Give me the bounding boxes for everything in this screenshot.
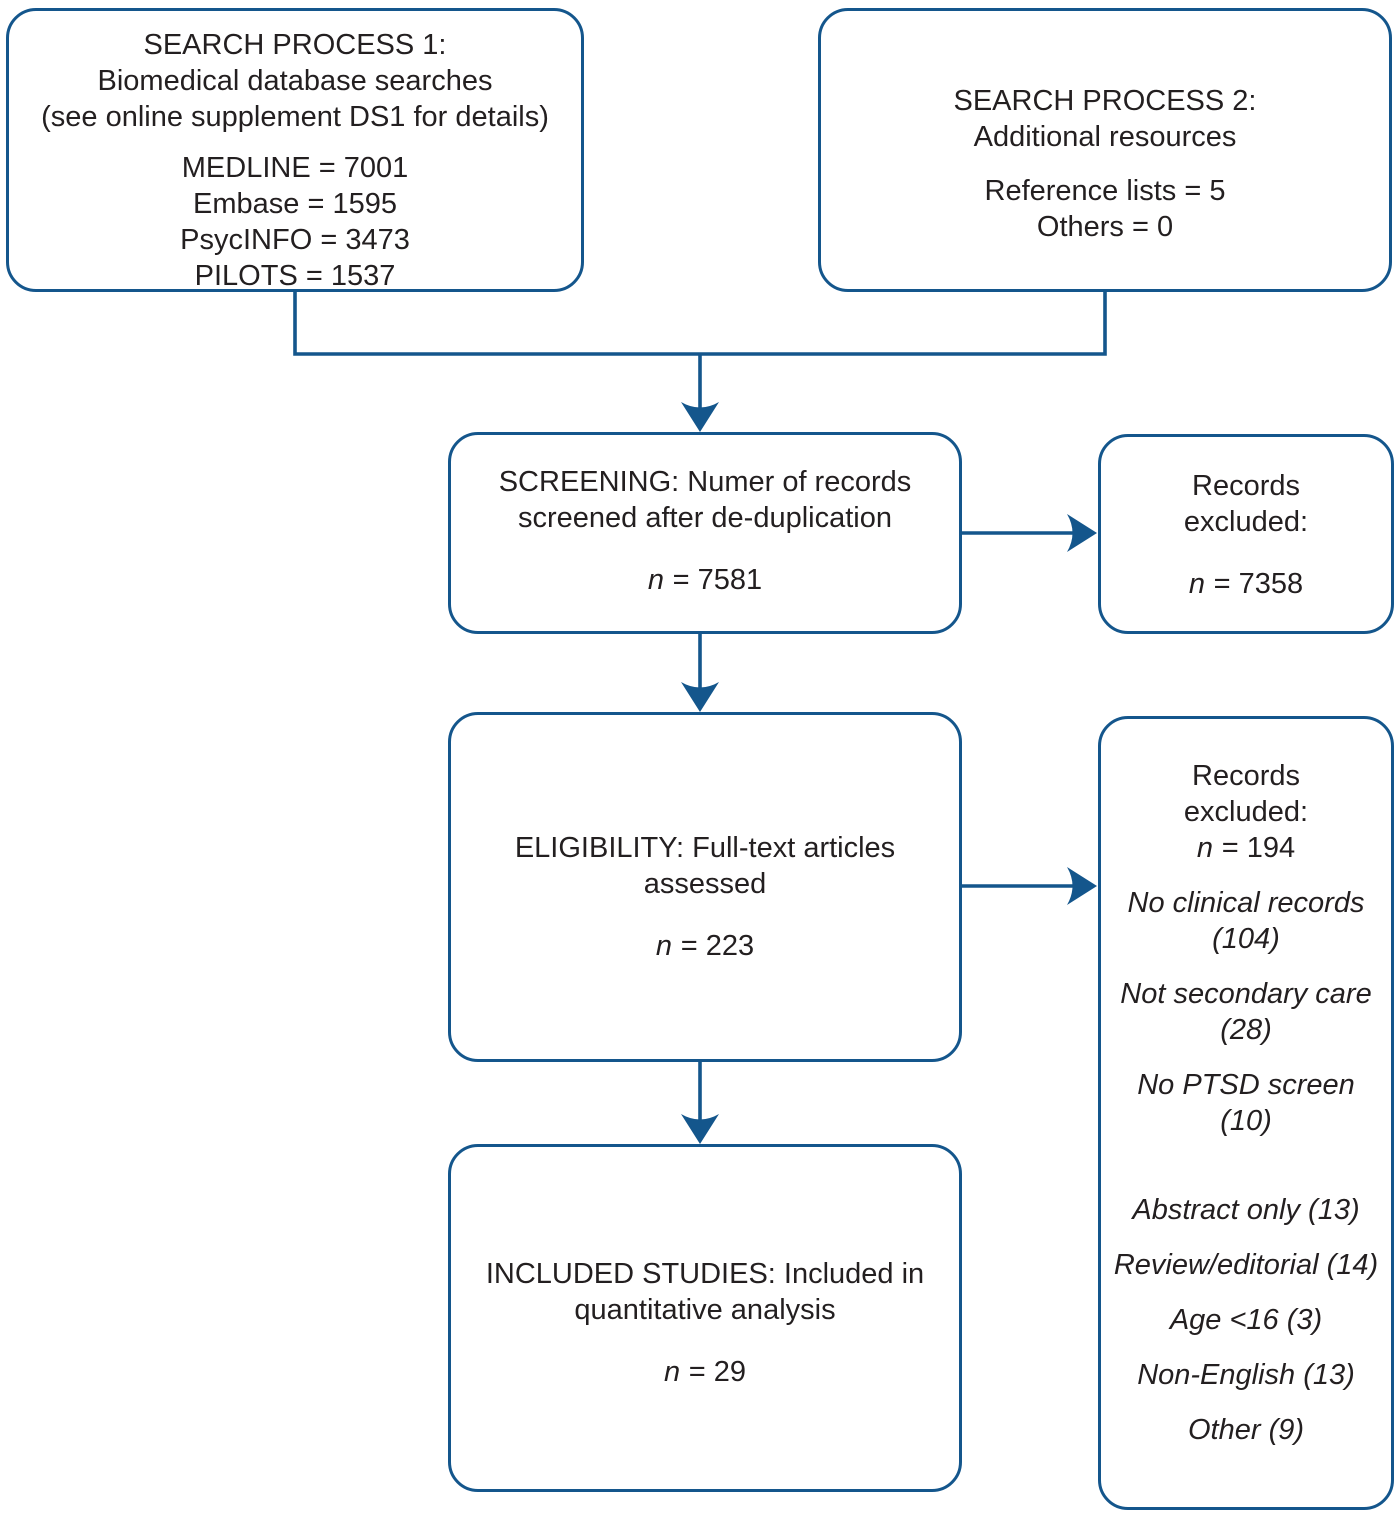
exclusion-reason: Review/editorial (14) xyxy=(1113,1249,1379,1281)
box-search-process-2: SEARCH PROCESS 2: Additional resources R… xyxy=(818,8,1392,292)
box-screening: SCREENING: Numer of records screened aft… xyxy=(448,432,962,634)
included-studies-n-count: n= 29 xyxy=(451,1354,959,1390)
n-value: = 223 xyxy=(680,930,755,962)
exclusion-reason: No PTSD screen (10) xyxy=(1137,1069,1355,1137)
box-eligibility: ELIGIBILITY: Full-text articles assessed… xyxy=(448,712,962,1062)
heading-line: SCREENING: Numer of records xyxy=(498,466,912,498)
arrow-eligibility-to-included-head xyxy=(681,1114,719,1144)
n-value: = 7358 xyxy=(1213,568,1304,600)
included-studies-heading: INCLUDED STUDIES: Included in quantitati… xyxy=(451,1256,959,1328)
n-variable: n xyxy=(647,564,664,596)
arrow-eligibility-to-excluded-head xyxy=(1067,867,1097,905)
n-variable: n xyxy=(1196,832,1214,864)
exclusion-reason: Abstract only (13) xyxy=(1132,1194,1360,1226)
screening-heading: SCREENING: Numer of records screened aft… xyxy=(451,464,959,536)
heading-line: screened after de-duplication xyxy=(517,502,892,534)
exclusion-reason: Other (9) xyxy=(1187,1414,1305,1446)
heading-line: Records xyxy=(1192,760,1300,792)
heading-line: quantitative analysis xyxy=(574,1294,836,1326)
records-excluded-heading: Records excluded: xyxy=(1113,758,1379,830)
n-value: = 7581 xyxy=(672,564,763,596)
resource-count: Others = 0 xyxy=(1036,211,1174,243)
heading-line: INCLUDED STUDIES: Included in xyxy=(485,1258,925,1290)
box-records-excluded-screening: Records excluded: n= 7358 xyxy=(1098,434,1394,634)
search-process-1-counts: MEDLINE = 7001 Embase = 1595 PsycINFO = … xyxy=(9,150,581,294)
eligibility-heading: ELIGIBILITY: Full-text articles assessed xyxy=(451,830,959,902)
heading-line: assessed xyxy=(643,868,767,900)
merge-connector-line xyxy=(293,290,1107,356)
heading-line: Additional resources xyxy=(973,121,1237,153)
database-count: Embase = 1595 xyxy=(193,188,397,220)
heading-line: excluded: xyxy=(1183,506,1309,538)
arrow-screening-to-excluded-head xyxy=(1067,514,1097,552)
exclusion-reason: Non-English (13) xyxy=(1137,1359,1355,1391)
exclusion-reason: No clinical records (104) xyxy=(1127,887,1365,955)
n-variable: n xyxy=(663,1356,681,1388)
exclusion-reasons-list: No clinical records (104) Not secondary … xyxy=(1113,885,1379,1448)
records-excluded-n-count: n= 7358 xyxy=(1101,566,1391,602)
records-excluded-n-count: n= 194 xyxy=(1113,830,1379,866)
search-process-2-heading: SEARCH PROCESS 2: Additional resources xyxy=(821,83,1389,155)
database-count: MEDLINE = 7001 xyxy=(181,152,409,184)
n-variable: n xyxy=(655,930,673,962)
heading-line: SEARCH PROCESS 2: xyxy=(953,85,1257,117)
n-variable: n xyxy=(1188,568,1205,600)
search-process-1-heading: SEARCH PROCESS 1: Biomedical database se… xyxy=(9,27,581,135)
heading-line: (see online supplement DS1 for details) xyxy=(41,101,549,133)
heading-line: SEARCH PROCESS 1: xyxy=(143,29,447,61)
exclusion-reason: Not secondary care (28) xyxy=(1120,978,1372,1046)
heading-line: ELIGIBILITY: Full-text articles xyxy=(514,832,896,864)
box-included-studies: INCLUDED STUDIES: Included in quantitati… xyxy=(448,1144,962,1492)
heading-line: excluded: xyxy=(1183,796,1309,828)
screening-n-count: n= 7581 xyxy=(451,562,959,598)
n-value: = 29 xyxy=(688,1356,747,1388)
resource-count: Reference lists = 5 xyxy=(984,175,1226,207)
search-process-2-counts: Reference lists = 5 Others = 0 xyxy=(821,173,1389,245)
n-value: = 194 xyxy=(1221,832,1296,864)
box-search-process-1: SEARCH PROCESS 1: Biomedical database se… xyxy=(6,8,584,292)
exclusion-reason: Age <16 (3) xyxy=(1169,1304,1323,1336)
arrow-merge-to-screening-head xyxy=(681,402,719,432)
heading-line: Records xyxy=(1192,470,1300,502)
records-excluded-heading: Records excluded: xyxy=(1101,468,1391,540)
database-count: PILOTS = 1537 xyxy=(194,260,396,292)
database-count: PsycINFO = 3473 xyxy=(180,224,410,256)
heading-line: Biomedical database searches xyxy=(97,65,493,97)
eligibility-n-count: n= 223 xyxy=(451,928,959,964)
box-records-excluded-eligibility: Records excluded: n= 194 No clinical rec… xyxy=(1098,716,1394,1510)
arrow-screening-to-eligibility-head xyxy=(681,682,719,712)
